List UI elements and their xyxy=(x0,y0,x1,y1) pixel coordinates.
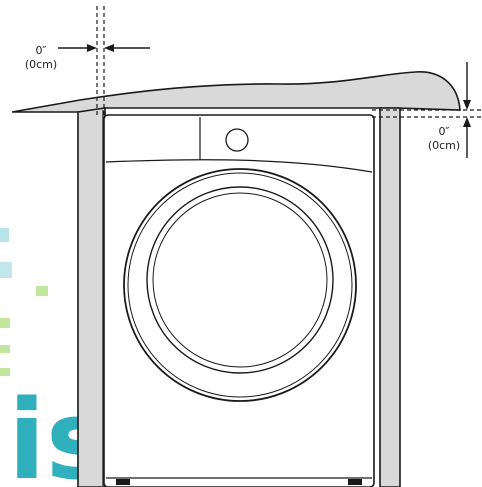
top-clearance-label: 0″ (0cm) xyxy=(417,125,471,153)
left-clearance-label: 0″ (0cm) xyxy=(16,44,66,72)
top-clearance-inches: 0″ xyxy=(438,125,450,138)
left-clearance-inches: 0″ xyxy=(35,44,47,57)
control-knob xyxy=(225,128,249,152)
top-clearance-cm: (0cm) xyxy=(427,139,461,152)
countertop xyxy=(11,71,461,113)
top-clearance-dimension xyxy=(372,62,482,158)
left-clearance-cm: (0cm) xyxy=(24,58,58,71)
left-clearance-dimension xyxy=(58,6,150,115)
door-window xyxy=(146,186,334,374)
right-cabinet-wall xyxy=(379,107,401,487)
left-cabinet-wall xyxy=(77,107,106,487)
washer xyxy=(103,114,375,487)
